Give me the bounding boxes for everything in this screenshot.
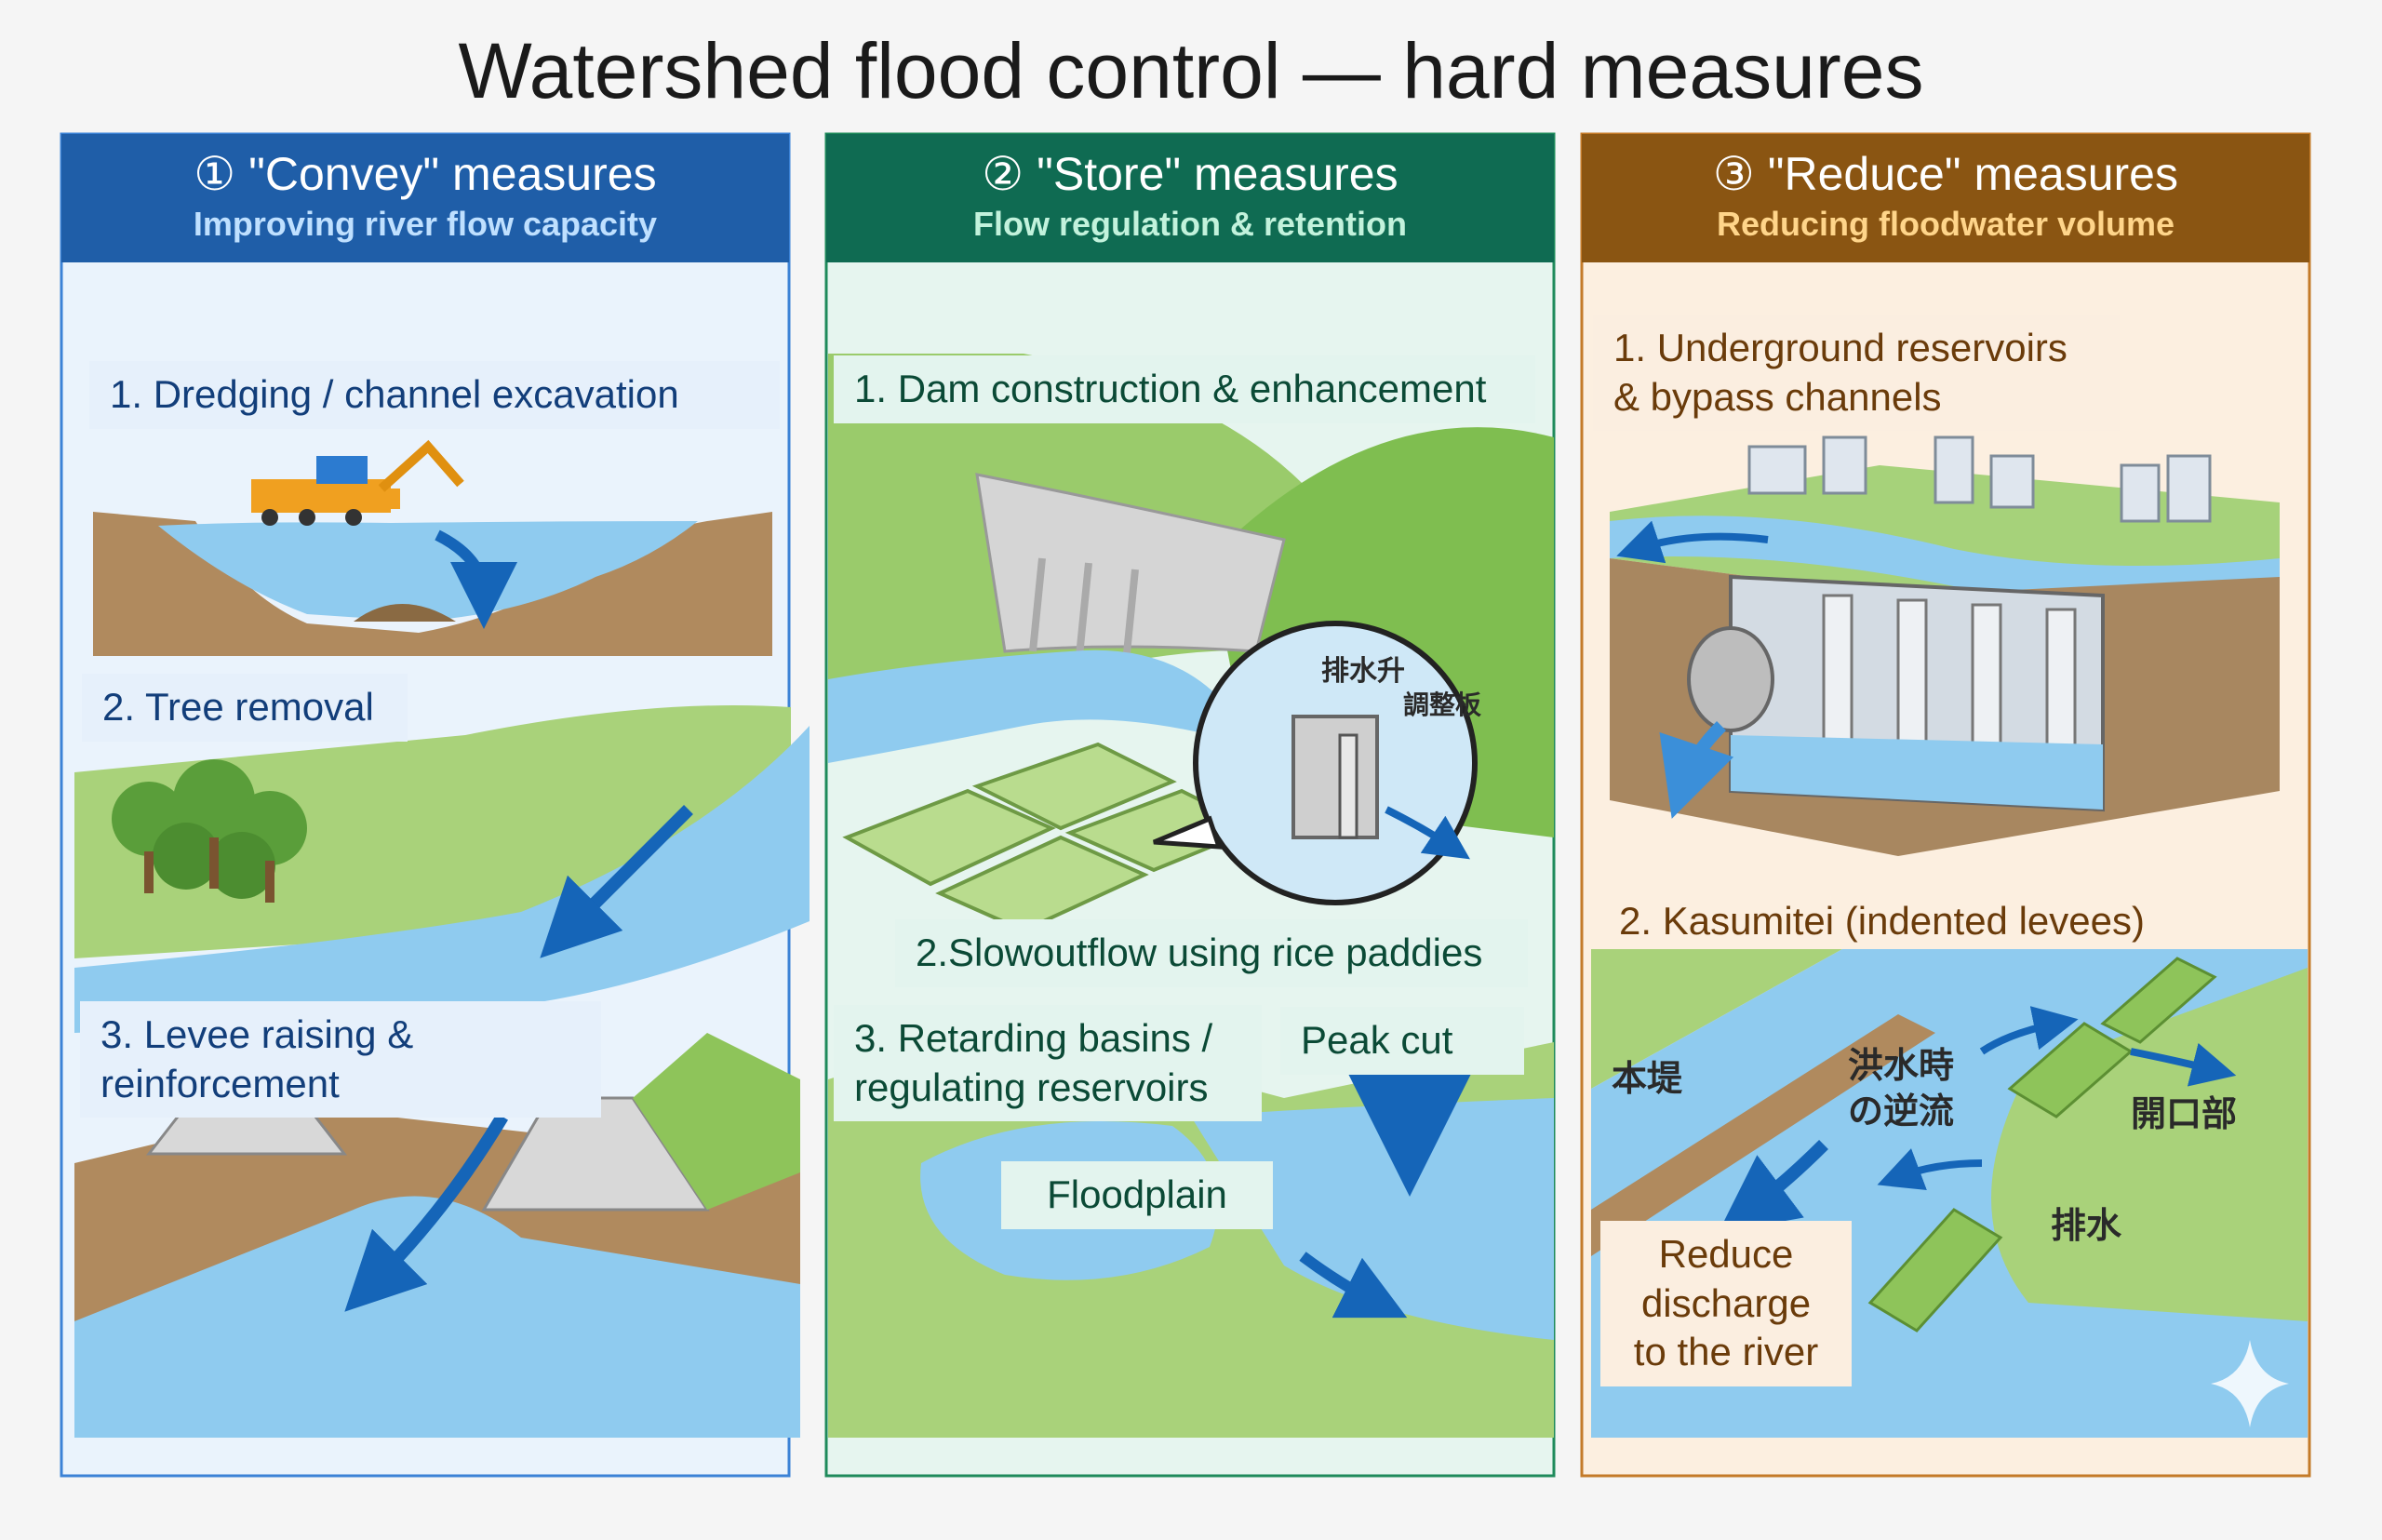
main-levee-label: 本堤: [1612, 1060, 1683, 1099]
convey-item-tree-removal: 2. Tree removal: [82, 674, 408, 742]
convey-item-levee: 3. Levee raising & reinforcement: [80, 1001, 601, 1118]
truck-wheel: [345, 509, 362, 526]
callout-water-arrow: [1385, 806, 1470, 860]
rice-paddies: [842, 742, 1261, 933]
dredging-arrow: [435, 529, 517, 629]
reduce-illustration: [1591, 435, 2308, 1438]
reduce-item-underground: 1. Underground reservoirs & bypass chann…: [1593, 315, 2120, 431]
store-panel: ② "Store" measures Flow regulation & ret…: [826, 134, 1554, 1476]
reduce-subheading: Reducing floodwater volume: [1716, 205, 2175, 243]
sparkle-icon: [2211, 1340, 2289, 1427]
backflow-arrow: [1979, 1006, 2079, 1055]
drain-box-label: 排水升: [1321, 656, 1405, 687]
excavator-arm: [378, 439, 464, 492]
reduce-heading: ③ "Reduce" measures: [1713, 148, 2178, 200]
truck-wheel: [299, 509, 315, 526]
floodplain-label: Floodplain: [1001, 1161, 1273, 1229]
store-illustration: [828, 354, 1554, 1438]
levee-grass: [633, 1033, 800, 1210]
basin-flow-arrow: [1299, 1252, 1408, 1319]
indented-levee-lower: [1867, 1208, 2003, 1332]
reduce-discharge-note: Reduce discharge to the river: [1600, 1221, 1852, 1386]
tree-group: [112, 759, 307, 903]
city-ground: [1610, 465, 2280, 596]
peak-cut-label: Peak cut: [1280, 1007, 1524, 1075]
river-main-left: [74, 726, 810, 1033]
main-levee-strip: [1591, 1014, 1935, 1256]
dam-wall: [975, 473, 1286, 653]
city-river: [1610, 516, 2280, 603]
convey-header: ① "Convey" measures Improving river flow…: [61, 134, 789, 262]
adjust-plate-shape: [1338, 733, 1358, 839]
reservoir-water: [1731, 735, 2103, 810]
reduce-panel: ③ "Reduce" measures Reducing floodwater …: [1582, 134, 2309, 1476]
convey-subheading: Improving river flow capacity: [193, 205, 658, 243]
levee-flow-arrow: [344, 1113, 509, 1312]
store-item-retarding: 3. Retarding basins / regulating reservo…: [834, 1005, 1262, 1121]
drainage-arrow: [1877, 1148, 1983, 1191]
store-heading: ② "Store" measures: [982, 148, 1398, 200]
adjust-plate-label: 調整板: [1403, 690, 1482, 719]
reduce-item-kasumitei: 2. Kasumitei (indented levees): [1619, 899, 2145, 943]
field-arrow: [2130, 1042, 2237, 1087]
bypass-tunnel-mouth: [1687, 626, 1774, 732]
excavator-base: [354, 489, 400, 509]
reduce-header: ③ "Reduce" measures Reducing floodwater …: [1582, 134, 2309, 262]
store-river: [828, 649, 1247, 763]
indented-levee-top: [2100, 957, 2217, 1044]
convey-panel: ① "Convey" measures Improving river flow…: [61, 134, 789, 1476]
levee-river: [74, 1196, 800, 1438]
river-flow-arrow: [540, 805, 693, 958]
drainage-label: 排水: [2051, 1207, 2122, 1246]
truck-wheel: [261, 509, 278, 526]
backflow-label: 洪水時の逆流: [1847, 1047, 1954, 1132]
store-item-dam: 1. Dam construction & enhancement: [834, 355, 1535, 423]
store-item-rice-paddies: 2.Slowoutflow using rice paddies: [895, 919, 1528, 987]
city-buildings: [1747, 435, 2212, 523]
dredging-soil: [93, 512, 772, 656]
drain-box-shape: [1291, 715, 1379, 839]
truck-cab: [316, 456, 368, 484]
dredging-water: [158, 521, 698, 622]
tunnel-outflow-arrow: [1659, 721, 1734, 819]
page-title: Watershed flood control — hard measures: [458, 27, 1924, 114]
callout-pointer: [1153, 815, 1223, 850]
store-subheading: Flow regulation & retention: [973, 205, 1407, 243]
store-header: ② "Store" measures Flow regulation & ret…: [826, 134, 1554, 262]
convey-item-dredging: 1. Dredging / channel excavation: [89, 361, 780, 429]
sediment-pile: [354, 604, 456, 622]
opening-label: 開口部: [2131, 1095, 2238, 1134]
city-flow-arrow: [1616, 520, 1769, 564]
convey-illustration: [74, 439, 810, 1438]
reduce-discharge-arrow: [1718, 1140, 1828, 1234]
dam-spillway: [1029, 557, 1139, 663]
convey-heading: ① "Convey" measures: [194, 148, 657, 200]
